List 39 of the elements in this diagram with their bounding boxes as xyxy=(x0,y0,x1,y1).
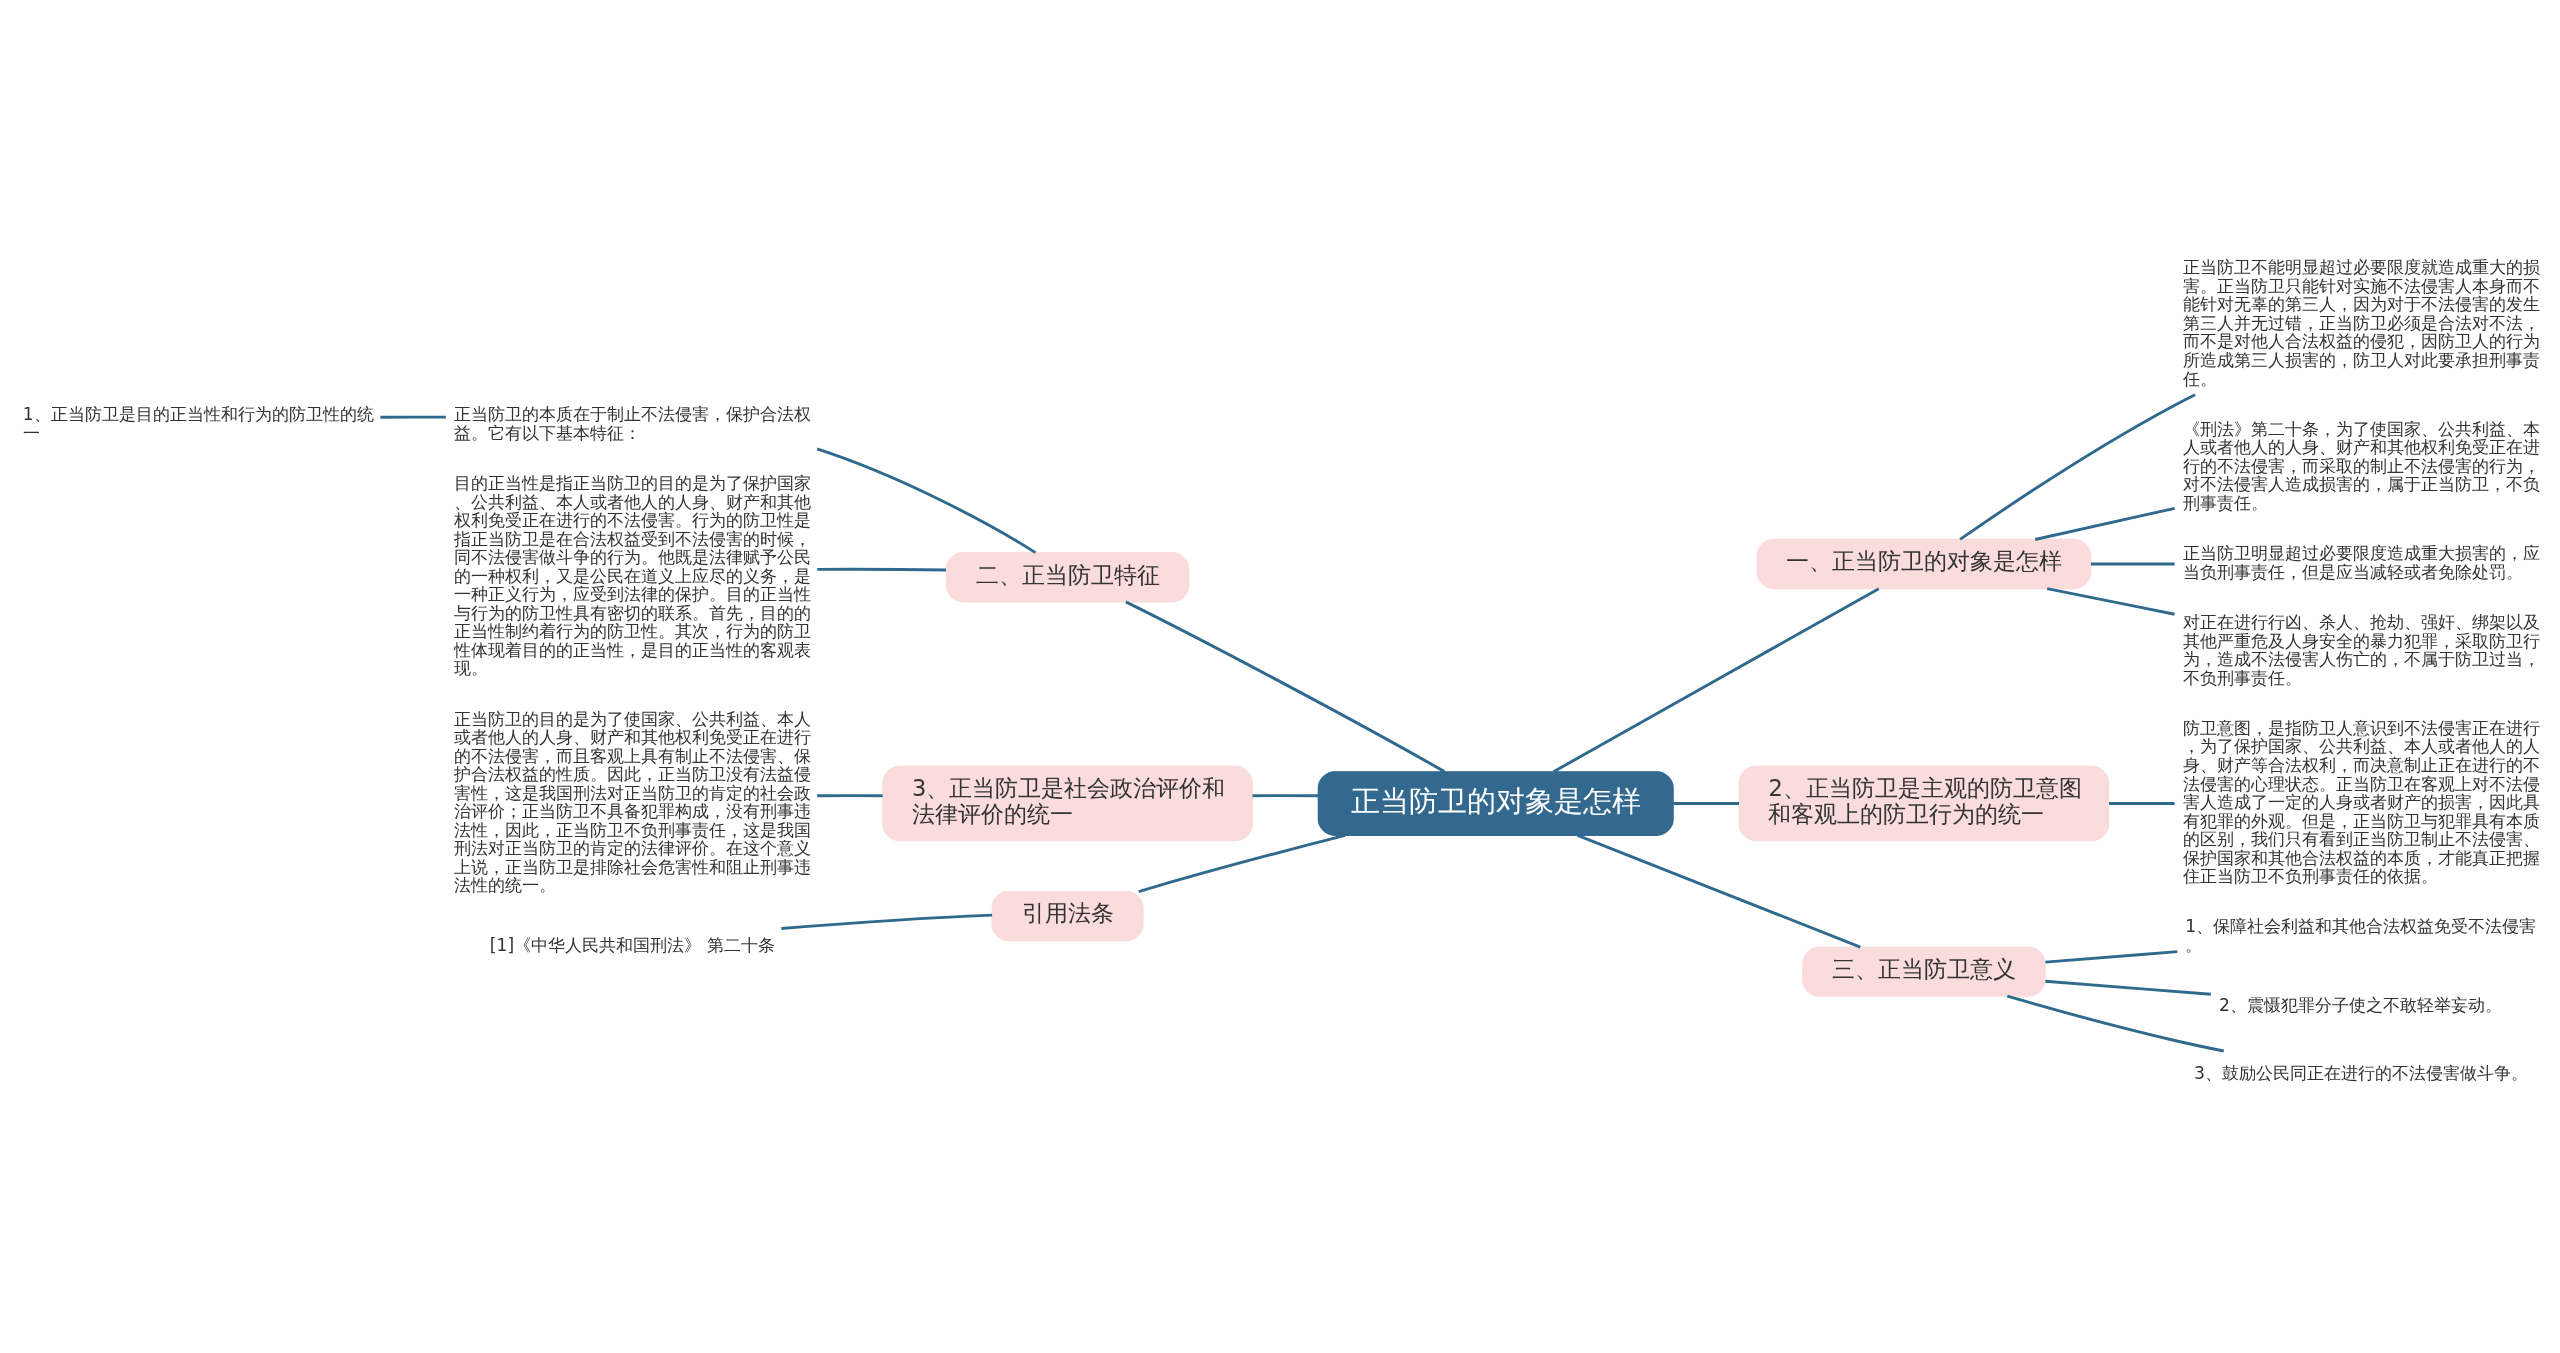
node-text: 1、正当防卫是目的正当性和行为的防卫性的统一 xyxy=(22,404,374,443)
connector xyxy=(2006,994,2225,1053)
node-text: 2、震慑犯罪分子使之不敢轻举妄动。 xyxy=(2219,994,2502,1015)
node-text: 正当防卫不能明显超过必要限度就造成重大的损害。正当防卫只能针对实施不法侵害人本身而不能针对无辜的第三人，因为对于不法侵害的发生第三人并无过错，正当防卫必须是合法对不法，而不是对他人合法权益的侵犯，因防卫人的行为所造成第三人损害的，防卫人对此要承担刑事责任。 xyxy=(2182,257,2540,389)
connector xyxy=(2045,979,2211,996)
node-text: 目的正当性是指正当防卫的目的是为了保护国家、公共利益、本人或者他人的人身、财产和其他权利免受正在进行的不法侵害。行为的防卫性是指正当防卫是在合法权益受到不法侵害的时候，同不法侵害做斗争的行为。他既是法律赋予公民的一种权利，又是公民在道义上应尽的义务，是一种正义行为，应受到法律的保护。目的正当性与行为的防卫性具有密切的联系。首先，目的的正当性制约着行为的防卫性。其次，行为的防卫性体现着目的的正当性，是目的正当性的客观表现。 xyxy=(454,473,812,679)
connector xyxy=(1959,393,2196,541)
node-box: 引用法条 xyxy=(991,890,1144,942)
node-box: 正当防卫的对象是怎样 xyxy=(1317,771,1674,836)
connector xyxy=(2090,562,2175,566)
connector xyxy=(2046,587,2175,616)
node-box: 二、正当防卫特征 xyxy=(945,552,1190,603)
connector xyxy=(380,415,446,419)
node-text: [1]《中华人民共和国刑法》 第二十条 xyxy=(489,935,775,955)
node-text: 对正在进行行凶、杀人、抢劫、强奸、绑架以及其他严重危及人身安全的暴力犯罪，采取防卫行为，造成不法侵害人伤亡的，不属于防卫过当，不负刑事责任。 xyxy=(2182,612,2540,688)
node-text: 3、鼓励公民同正在进行的不法侵害做斗争。 xyxy=(2193,1063,2528,1084)
node-box: 3、正当防卫是社会政治评价和法律评价的统一 xyxy=(882,765,1253,842)
connector xyxy=(1125,600,1446,773)
connector xyxy=(781,913,993,930)
node-box: 三、正当防卫意义 xyxy=(1802,946,2046,997)
node-text: 正当防卫的目的是为了使国家、公共利益、本人或者他人的人身、财产和其他权利免受正在进行的不法侵害，而且客观上具有制止不法侵害、保护合法权益的性质。因此，正当防卫没有法益侵害性，这是我国刑法对正当防卫的肯定的社会政治评价；正当防卫不具备犯罪构成，没有刑事违法性，因此，正当防卫不负刑事责任，这是我国刑法对正当防卫的肯定的法律评价。在这个意义上说，正当防卫是排除社会危害性和阻止刑事违法性的统一。 xyxy=(454,708,812,896)
connector xyxy=(2034,506,2176,541)
connector xyxy=(2045,950,2178,964)
node-text: 1、保障社会利益和其他合法权益免受不法侵害。 xyxy=(2185,916,2537,955)
connector xyxy=(1577,834,1861,949)
node-text: 正当防卫明显超过必要限度造成重大损害的，应当负刑事责任，但是应当减轻或者免除处罚。 xyxy=(2182,543,2540,582)
node-box: 一、正当防卫的对象是怎样 xyxy=(1756,538,2092,590)
node-text: 正当防卫的本质在于制止不法侵害，保护合法权益。它有以下基本特征： xyxy=(454,404,812,443)
node-text: 《刑法》第二十条，为了使国家、公共利益、本人或者他人的人身、财产和其他权利免受正在进行的不法侵害，而采取的制止不法侵害的行为，对不法侵害人造成损害的，属于正当防卫，不负刑事责任。 xyxy=(2182,418,2540,513)
connector xyxy=(1252,794,1319,798)
connector xyxy=(817,567,946,572)
node-text: 防卫意图，是指防卫人意识到不法侵害正在进行，为了保护国家、公共利益、本人或者他人的人身、财产等合法权利，而决意制止正在进行的不法侵害的心理状态。正当防卫在客观上对不法侵害人造成了一定的人身或者财产的损害，因此具有犯罪的外观。但是，正当防卫与犯罪具有本质的区别，我们只有看到正当防卫制止不法侵害、保护国家和其他合法权益的本质，才能真正把握住正当防卫不负刑事责任的依据。 xyxy=(2182,717,2540,887)
connector xyxy=(1673,802,1739,805)
connector xyxy=(816,447,1037,554)
connector xyxy=(817,794,883,798)
connector xyxy=(1138,834,1346,893)
connector xyxy=(2109,802,2175,805)
node-box: 2、正当防卫是主观的防卫意图和客观上的防卫行为的统一 xyxy=(1738,765,2110,842)
connector xyxy=(1552,587,1880,773)
